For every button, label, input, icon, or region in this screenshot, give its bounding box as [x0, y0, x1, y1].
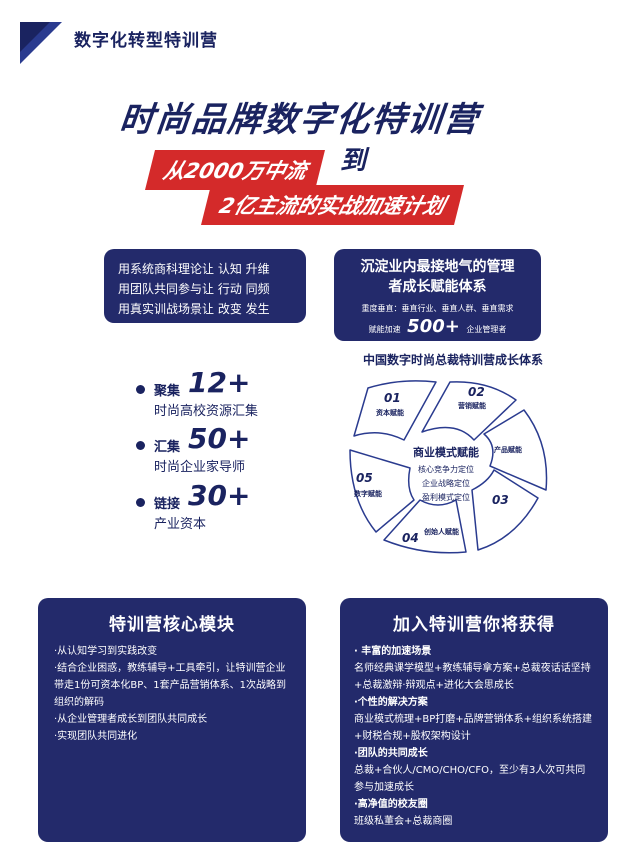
module-item: ·从认知学习到实践改变	[54, 646, 158, 657]
benefits-title: 加入特训营你将获得	[393, 615, 555, 635]
stat-label: 链接	[154, 497, 181, 512]
benefit-body: 商业模式梳理+BP打磨+品牌营销体系+组织系统搭建+财税合规+股权架构设计	[354, 714, 593, 742]
center-title: 商业模式赋能	[413, 445, 479, 459]
label-04-title: 创始人赋能	[423, 527, 459, 536]
label-01-number: 01	[384, 391, 401, 405]
bullet-dot	[136, 441, 145, 450]
hero-to-word: 到	[340, 146, 367, 176]
module-item: ·从企业管理者成长到团队共同成长	[54, 714, 208, 725]
stat-desc: 时尚企业家导师	[154, 460, 246, 475]
header-title: 数字化转型特训营	[74, 31, 218, 51]
segment-06	[349, 449, 415, 533]
summary-pre: 赋能加速	[368, 325, 401, 334]
center-line: 盈利模式定位	[422, 492, 470, 502]
label-03-number: 03	[492, 493, 509, 507]
hero-title: 时尚品牌数字化特训营	[117, 100, 482, 140]
stat-number: 12+	[188, 366, 251, 399]
stat-number: 30+	[188, 479, 251, 512]
benefits-panel: 加入特训营你将获得 · 丰富的加速场景 名师经典课学模型+教练辅导拿方案+总裁夜…	[340, 598, 608, 842]
benefit-heading: ·团队的共同成长	[354, 748, 428, 759]
benefit-heading: ·个性的解决方案	[354, 697, 428, 708]
stat-desc: 产业资本	[154, 517, 207, 532]
label-03-title: 产品赋能	[494, 445, 522, 454]
segment-04	[471, 469, 539, 551]
stat-number: 50+	[188, 422, 251, 455]
label-04-number: 04	[402, 531, 419, 545]
segment-05	[383, 499, 467, 554]
hero-banner-to: 2亿主流的实战加速计划	[201, 185, 464, 225]
bullet-dot	[136, 385, 145, 394]
label-02-title: 营销赋能	[458, 401, 486, 410]
label-02-number: 02	[468, 385, 485, 399]
summary-post: 企业管理者	[466, 325, 507, 334]
method-line: 用团队共同参与让 行动 同频	[118, 282, 270, 296]
benefit-body: 名师经典课学模型+教练辅导拿方案+总裁夜话话坚持+总裁激辩·辩观点+进化大会思成…	[354, 663, 591, 691]
center-line: 核心竞争力定位	[418, 464, 474, 474]
label-01-title: 资本赋能	[376, 408, 404, 417]
label-05-number: 05	[356, 471, 373, 485]
hero-banner-from: 从2000万中流	[145, 150, 326, 190]
center-line: 企业战略定位	[422, 478, 470, 488]
summary-sub: 重度垂直：垂直行业、垂直人群、垂直需求	[361, 304, 514, 313]
benefit-body: 班级私董会+总裁商圈	[354, 816, 453, 827]
benefit-heading: · 丰富的加速场景	[354, 646, 432, 657]
core-modules-panel: 特训营核心模块 ·从认知学习到实践改变 ·结合企业困惑，教练辅导+工具牵引，让特…	[38, 598, 306, 842]
summary-title-line: 沉淀业内最接地气的管理	[360, 259, 515, 275]
summary-count-line: 赋能加速 500+ 企业管理者	[334, 316, 541, 337]
core-modules-title: 特训营核心模块	[109, 615, 235, 635]
method-box: 用系统商科理论让 认知 升维 用团队共同参与让 行动 同频 用真实训战场景让 改…	[104, 249, 306, 323]
module-item: ·实现团队共同进化	[54, 731, 138, 742]
method-line: 用真实训战场景让 改变 发生	[118, 302, 270, 316]
segment-01	[353, 380, 437, 441]
system-title: 中国数字时尚总裁特训营成长体系	[362, 353, 543, 367]
summary-number: 500+	[407, 316, 460, 337]
module-item: ·结合企业困惑，教练辅导+工具牵引，让特训营企业带走1份可资本化BP、1套产品营…	[54, 663, 286, 708]
bullet-dot	[136, 498, 145, 507]
system-summary-box: 沉淀业内最接地气的管理 者成长赋能体系 重度垂直：垂直行业、垂直人群、垂直需求 …	[334, 249, 541, 341]
stat-label: 汇集	[154, 440, 181, 455]
corner-decoration-dark	[20, 22, 50, 52]
summary-title-line: 者成长赋能体系	[388, 279, 487, 295]
benefit-heading: ·高净值的校友圈	[354, 799, 428, 810]
segment-02	[421, 381, 517, 441]
label-05-title: 数字赋能	[354, 489, 382, 498]
benefit-body: 总裁+合伙人/CMO/CHO/CFO，至少有3人次可共同参与加速成长	[354, 765, 586, 793]
method-line: 用系统商科理论让 认知 升维	[118, 262, 270, 276]
growth-system-diagram: 01 资本赋能 02 营销赋能 产品赋能 03 04 创始人赋能 05 数字赋能…	[349, 380, 548, 554]
segment-03	[483, 409, 548, 491]
stat-label: 聚集	[154, 384, 181, 399]
stat-desc: 时尚高校资源汇集	[154, 404, 259, 419]
